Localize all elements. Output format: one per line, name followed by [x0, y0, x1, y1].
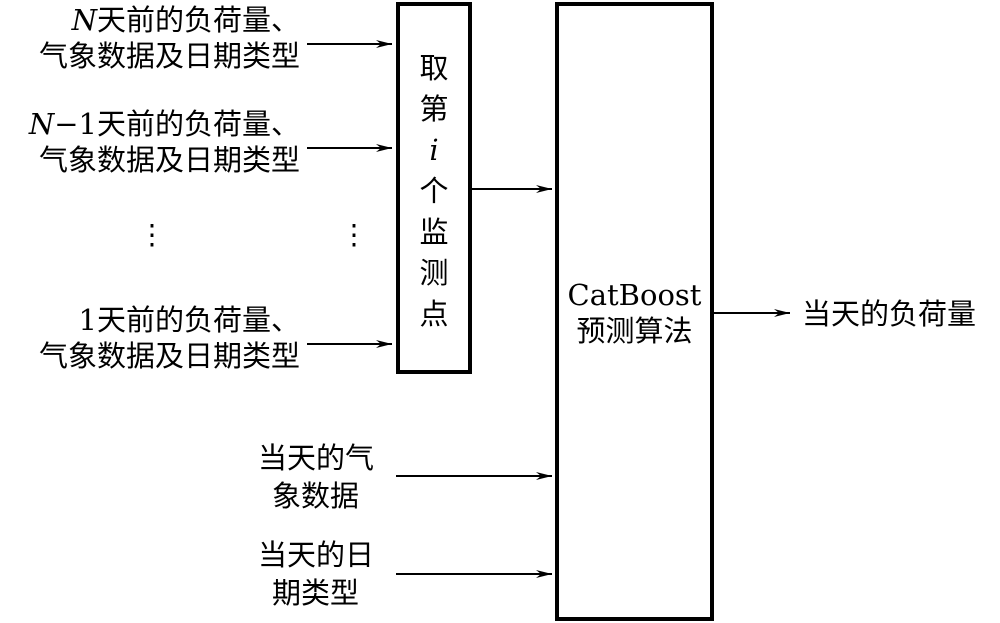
input-n-1-line1: N−1天前的负荷量、: [28, 107, 300, 141]
input-n-line2: 气象数据及日期类型: [38, 39, 300, 73]
model-box-text: CatBoost 预测算法: [567, 278, 702, 348]
monitoring-point-selector-box: 取 第 i 个 监 测 点: [396, 2, 472, 374]
selector-box-text: 取 第 i 个 监 测 点: [419, 51, 449, 331]
output-label: 当天的负荷量: [802, 297, 977, 331]
weather-input-line1: 当天的气: [258, 441, 375, 475]
weather-input-line2: 象数据: [272, 479, 360, 513]
date-input-line1: 当天的日: [258, 538, 375, 572]
input-1-line1: 1天前的负荷量、: [78, 303, 300, 337]
catboost-model-box: CatBoost 预测算法: [555, 2, 714, 621]
input-1-line2: 气象数据及日期类型: [38, 339, 300, 373]
date-input-line2: 期类型: [272, 576, 360, 610]
ellipsis-left: ⋮: [138, 218, 166, 251]
ellipsis-right: ⋮: [340, 218, 368, 251]
input-n-1-line2: 气象数据及日期类型: [38, 143, 300, 177]
input-n-line1: N天前的负荷量、: [71, 3, 300, 37]
